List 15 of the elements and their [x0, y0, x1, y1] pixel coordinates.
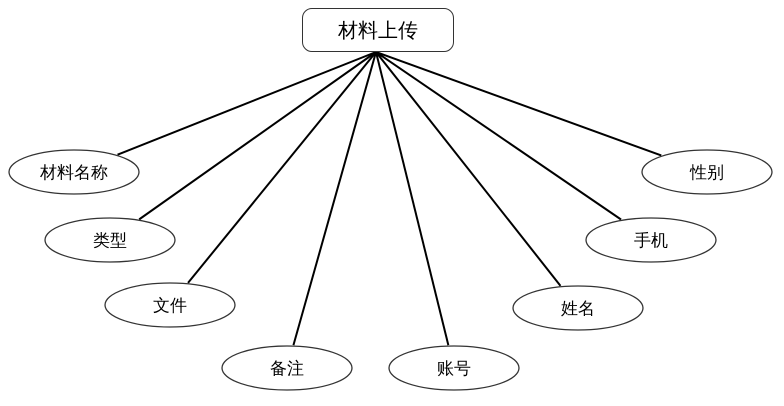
connector-line	[117, 51, 376, 156]
attribute-ellipse: 材料名称	[8, 149, 140, 195]
attribute-ellipse: 文件	[104, 282, 236, 328]
entity-box: 材料上传	[302, 8, 454, 52]
attribute-ellipse: 性别	[641, 149, 773, 195]
connector-line	[187, 51, 377, 284]
attribute-ellipse: 手机	[585, 217, 717, 263]
attribute-ellipse: 账号	[388, 345, 520, 391]
attribute-ellipse: 类型	[44, 217, 176, 263]
attribute-ellipse: 备注	[221, 345, 353, 391]
attribute-ellipse: 姓名	[512, 285, 644, 331]
connector-line	[376, 51, 662, 156]
connector-line	[375, 51, 562, 286]
connector-line	[375, 52, 450, 346]
connector-line	[292, 52, 377, 346]
